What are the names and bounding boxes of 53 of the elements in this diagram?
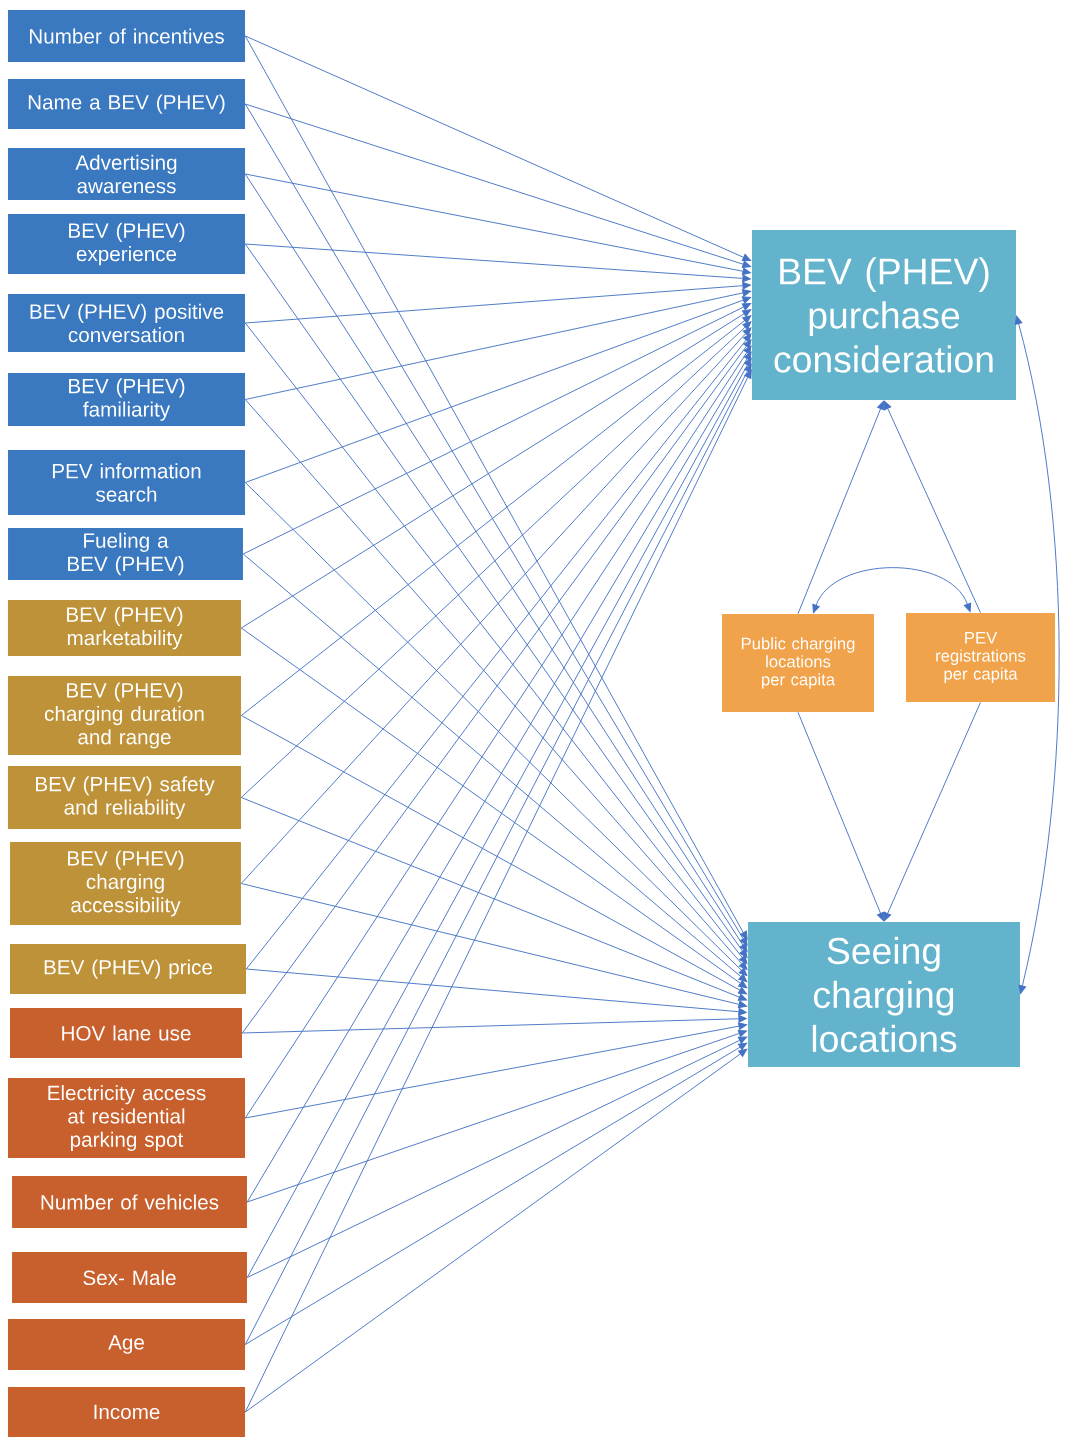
- arrow: [884, 400, 981, 614]
- arrow: [244, 243, 752, 283]
- arrow: [244, 1042, 748, 1345]
- factor-box: BEV (PHEV) experience: [7, 214, 246, 274]
- factor-box: BEV (PHEV) charging duration and range: [7, 676, 242, 755]
- arrow: [240, 797, 748, 1001]
- factor-box: Advertising awareness: [7, 148, 246, 200]
- mediator-box: Public charging locations per capita: [722, 614, 874, 712]
- arrow: [884, 701, 981, 922]
- arrow: [797, 400, 885, 615]
- arrow: [244, 281, 752, 324]
- factor-box: BEV (PHEV) marketability: [7, 600, 242, 656]
- factor-box: BEV (PHEV) price: [10, 944, 246, 994]
- arrow: [244, 35, 752, 261]
- arrow: [242, 303, 752, 555]
- arrow: [240, 627, 748, 989]
- arrow: [244, 1048, 748, 1413]
- arrow: [240, 309, 752, 629]
- arrow: [240, 883, 748, 1009]
- arrow: [240, 321, 752, 798]
- factor-box: BEV (PHEV) familiarity: [7, 372, 246, 427]
- factor-box: Name a BEV (PHEV): [7, 79, 246, 129]
- arrow: [797, 711, 885, 922]
- arrow: [244, 1022, 748, 1119]
- factor-box: Age: [7, 1319, 246, 1370]
- arrow: [242, 553, 748, 983]
- factor-box: Number of incentives: [7, 10, 246, 62]
- arrow: [244, 289, 752, 400]
- factor-box: Fueling a BEV (PHEV): [8, 528, 243, 580]
- arrow: [244, 173, 752, 276]
- arrow: [240, 715, 748, 995]
- arrow: [1014, 315, 1060, 994]
- factor-box: BEV (PHEV) safety and reliability: [7, 766, 242, 829]
- factor-box: Sex- Male: [12, 1252, 247, 1303]
- arrow: [244, 296, 752, 483]
- outcome-box: BEV (PHEV) purchase consideration: [752, 230, 1016, 400]
- arrow: [245, 968, 748, 1016]
- arrow: [240, 315, 752, 716]
- factor-box: Number of vehicles: [12, 1176, 247, 1228]
- arrow: [246, 1029, 748, 1203]
- arrow: [244, 103, 752, 268]
- arrow: [812, 567, 972, 614]
- outcome-box: Seeing charging locations: [748, 922, 1020, 1068]
- factor-box: HOV lane use: [10, 1008, 242, 1058]
- factor-box: Income: [7, 1387, 246, 1437]
- arrow: [246, 1036, 748, 1278]
- mediator-box: PEV registrations per capita: [906, 612, 1056, 703]
- factor-box: PEV information search: [7, 449, 246, 516]
- arrow: [244, 482, 748, 977]
- factor-box: BEV (PHEV) charging accessibility: [10, 842, 241, 925]
- arrow: [241, 1014, 748, 1034]
- factor-box: BEV (PHEV) positive conversation: [7, 294, 246, 352]
- factor-box: Electricity access at residential parking spot: [7, 1078, 246, 1158]
